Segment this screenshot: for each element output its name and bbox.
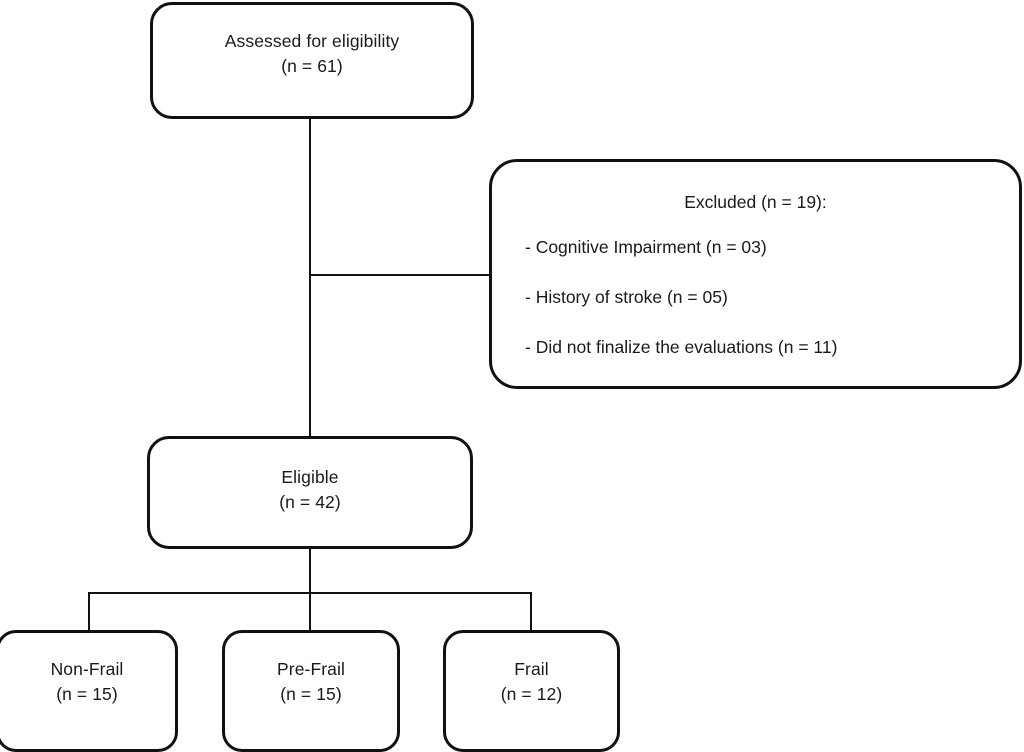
excluded-reason-item: - History of stroke (n = 05) [525, 287, 728, 307]
excluded-reason-item: - Cognitive Impairment (n = 03) [525, 237, 767, 257]
node-excluded-reason-list: - Cognitive Impairment (n = 03) - Histor… [492, 236, 1019, 358]
connector-group-distributor-bar [88, 592, 532, 594]
node-group-pre-frail: Pre-Frail (n = 15) [222, 630, 400, 752]
group-label: Non-Frail [50, 659, 124, 679]
group-label: Frail [514, 659, 549, 679]
node-excluded-title: Excluded (n = 19): [684, 192, 827, 212]
node-assessed-for-eligibility: Assessed for eligibility (n = 61) [150, 2, 474, 119]
connector-assessed-to-eligible [309, 118, 311, 437]
node-eligible-count: (n = 42) [279, 492, 341, 512]
group-count: (n = 15) [280, 684, 342, 704]
node-assessed-label: Assessed for eligibility [224, 31, 400, 51]
node-group-non-frail: Non-Frail (n = 15) [0, 630, 178, 752]
connector-to-non-frail [88, 592, 90, 631]
connector-eligible-to-groups [309, 548, 311, 631]
node-eligible-label: Eligible [281, 467, 339, 487]
node-assessed-count: (n = 61) [281, 56, 343, 76]
node-group-frail: Frail (n = 12) [443, 630, 620, 752]
connector-trunk-to-excluded [309, 274, 490, 276]
group-count: (n = 15) [56, 684, 118, 704]
node-excluded: Excluded (n = 19): - Cognitive Impairmen… [489, 159, 1022, 389]
group-count: (n = 12) [500, 684, 563, 704]
group-label: Pre-Frail [277, 659, 345, 679]
connector-to-frail [530, 592, 532, 631]
node-eligible: Eligible (n = 42) [147, 436, 473, 549]
excluded-reason-item: - Did not finalize the evaluations (n = … [525, 337, 838, 357]
